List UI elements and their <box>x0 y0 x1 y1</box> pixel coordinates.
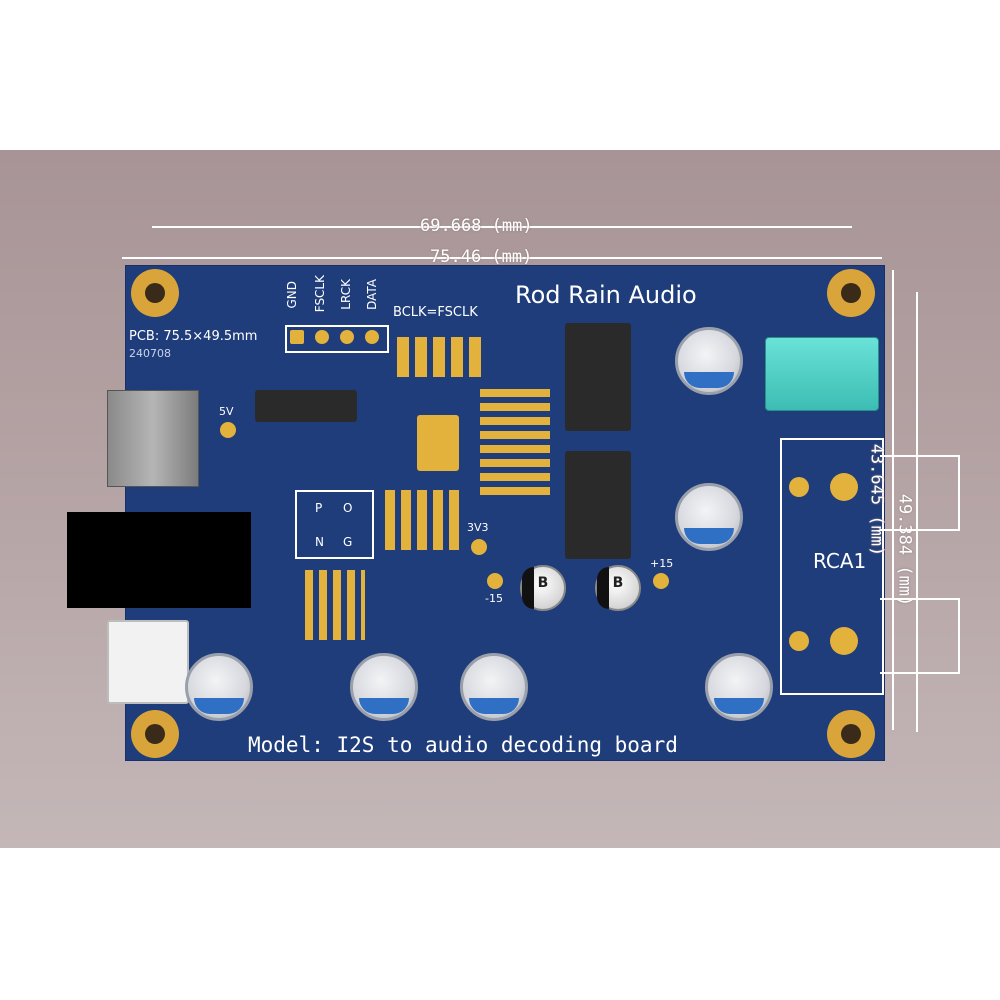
smd-pad-cluster-4 <box>305 570 365 640</box>
mounting-hole-bottom-left <box>131 710 179 758</box>
pcb-board: Rod Rain Audio PCB: 75.5×49.5mm 240708 M… <box>67 265 885 761</box>
mounting-hole-top-left <box>131 269 179 317</box>
rca-pad-4 <box>830 627 858 655</box>
opamp-chip-1 <box>565 323 631 431</box>
dimension-line-right-2 <box>916 292 918 732</box>
mosfet-label-o: O <box>343 501 353 515</box>
i2s-header <box>285 325 389 353</box>
mosfet-label-n: N <box>315 535 324 549</box>
mosfet-label-p: P <box>315 501 323 515</box>
mosfet-outline <box>295 490 374 559</box>
test-point-3v3 <box>471 539 487 555</box>
smd-pad-cluster-1 <box>397 337 487 377</box>
power-connector <box>107 620 189 704</box>
rca-pad-1 <box>789 477 809 497</box>
electrolytic-capacitor-5 <box>460 653 528 721</box>
header-label-data: DATA <box>365 279 379 310</box>
electrolytic-capacitor-1 <box>675 327 743 395</box>
brand-label: Rod Rain Audio <box>515 281 697 309</box>
cap-mark-b2: B <box>612 575 624 591</box>
dimension-line-top-2 <box>122 257 882 259</box>
test-point-neg15 <box>487 573 503 589</box>
mounting-hole-bottom-right <box>827 710 875 758</box>
mounting-hole-top-right <box>827 269 875 317</box>
electrolytic-capacitor-3 <box>185 653 253 721</box>
rail-pos15-label: +15 <box>650 557 674 570</box>
rail-neg15-label: -15 <box>485 592 503 605</box>
dimension-top-1: 69.668 (mm) <box>420 216 533 236</box>
test-point-pos15 <box>653 573 669 589</box>
dimension-box-top <box>880 455 960 531</box>
usb-connector <box>107 390 199 487</box>
header-pin-1 <box>290 330 304 344</box>
dimension-line-top-1 <box>152 226 852 228</box>
dimension-line-right-1 <box>892 270 894 730</box>
small-capacitor-2: B <box>595 565 641 611</box>
header-label-lrck: LRCK <box>339 279 353 310</box>
header-pin-2 <box>315 330 329 344</box>
dac-chip <box>255 390 357 422</box>
header-pin-3 <box>340 330 354 344</box>
rca-outline <box>780 438 884 695</box>
rca-pad-3 <box>789 631 809 651</box>
header-label-gnd: GND <box>285 281 299 309</box>
rca-pad-2 <box>830 473 858 501</box>
rca-label: RCA1 <box>813 549 867 573</box>
model-label: Model: I2S to audio decoding board <box>248 733 678 757</box>
cap-mark-b1: B <box>537 575 549 591</box>
header-pin-4 <box>365 330 379 344</box>
header-label-fsclk: FSCLK <box>313 275 327 313</box>
mosfet-label-g: G <box>343 535 353 549</box>
electrolytic-capacitor-2 <box>675 483 743 551</box>
rail-3v3-label: 3V3 <box>467 521 489 534</box>
test-point-5v <box>220 422 236 438</box>
dimension-top-2: 75.46 (mm) <box>430 247 533 267</box>
rail-5v-label: 5V <box>219 405 234 418</box>
dimension-box-bottom <box>880 598 960 674</box>
qfn-chip <box>417 415 459 471</box>
electrolytic-capacitor-6 <box>705 653 773 721</box>
black-redaction-box <box>67 512 251 608</box>
date-code-label: 240708 <box>129 347 171 360</box>
bclk-note: BCLK=FSCLK <box>393 305 478 320</box>
headphone-jack <box>765 337 879 411</box>
smd-pad-cluster-3 <box>385 490 465 550</box>
smd-pad-cluster-2 <box>480 385 550 495</box>
pcb-size-label: PCB: 75.5×49.5mm <box>129 329 258 344</box>
electrolytic-capacitor-4 <box>350 653 418 721</box>
small-capacitor-1: B <box>520 565 566 611</box>
opamp-chip-2 <box>565 451 631 559</box>
